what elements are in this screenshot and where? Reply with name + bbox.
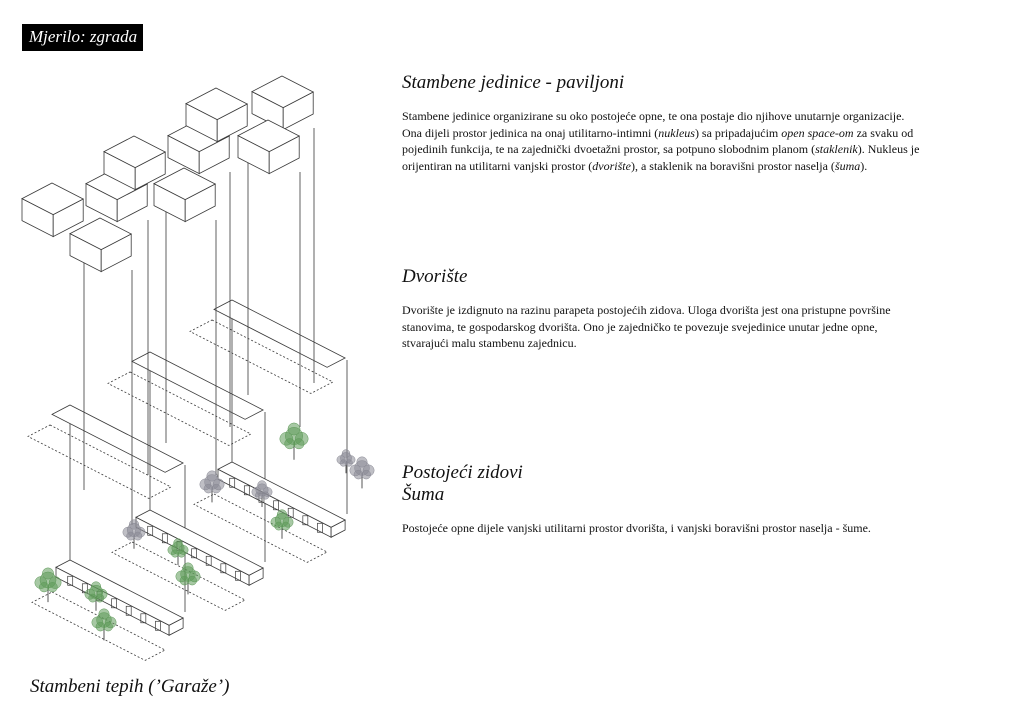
section-paragraph: Postojeće opne dijele vanjski utilitarni… (402, 521, 871, 535)
pavilion-cube-3-top (103, 135, 167, 169)
tree-icon-8-crown-5 (281, 521, 291, 531)
tree-icon-4-crown-3 (173, 538, 183, 548)
tree-icon-11-crown-5 (361, 469, 371, 480)
wall-window (147, 525, 154, 536)
footprint-dashed-2 (193, 493, 328, 563)
pavilion-cube-6-top (185, 87, 249, 121)
tree-icon-11-crown-3 (356, 456, 368, 468)
wall-window (125, 605, 132, 616)
tree-icon-8-crown-3 (276, 509, 288, 520)
pavilion-cube-7-top (251, 75, 315, 109)
tree-icon-0-crown-3 (42, 567, 54, 580)
wall-window (111, 598, 117, 609)
courtyard-dashed-1 (107, 371, 252, 446)
tree-icon-0-crown-5 (47, 582, 58, 593)
tree-icon-5-crown-3 (182, 562, 194, 574)
wall-enclosure-2-top (217, 461, 346, 528)
wall-window (67, 575, 74, 586)
courtyard-slab-0 (51, 404, 184, 473)
tree-icon-5-crown-5 (187, 575, 197, 586)
section-title: Postojeći zidovi Šuma (402, 462, 922, 506)
tree-icon-3-crown-3 (128, 519, 140, 530)
tree-icon-9-crown-3 (287, 422, 301, 436)
tree-icon-7-crown-3 (257, 480, 267, 490)
footprint-dashed-0 (31, 591, 166, 661)
wall-enclosure-0-top (55, 559, 184, 626)
tree-icon-2-crown-5 (103, 621, 113, 632)
axonometric-diagram (21, 75, 375, 661)
section-title-line: Postojeći zidovi (402, 462, 523, 483)
courtyard-dashed-0 (27, 424, 172, 499)
section-title: Dvorište (402, 266, 468, 287)
section-subtitle: Šuma (402, 484, 445, 505)
wall-window (317, 522, 323, 533)
scale-label: Mjerilo: zgrada (22, 24, 144, 51)
wall-window (302, 515, 309, 526)
wall-window (229, 477, 236, 488)
section-paragraph: Dvorište je izdignuto na razinu parapeta… (402, 303, 891, 350)
tree-icon-6-crown-3 (206, 470, 218, 482)
courtyard-dashed-2 (189, 319, 334, 394)
wall-window (191, 548, 197, 559)
wall-window (287, 507, 294, 518)
wall-window (220, 563, 227, 574)
section-units: Stambene jedinice - paviljoni Stambene j… (402, 72, 922, 174)
tree-icon-1-crown-3 (90, 581, 102, 592)
tree-icon-3-crown-5 (133, 531, 143, 541)
wall-window (235, 570, 241, 581)
pavilion-cube-8-top (237, 119, 301, 153)
courtyard-slab-2 (213, 299, 346, 368)
wall-window (161, 533, 168, 544)
tree-icon-1-crown-5 (95, 593, 105, 603)
pavilion-cube-2-top (69, 217, 133, 251)
tree-icon-6-crown-5 (211, 483, 221, 494)
section-courtyard: Dvorište Dvorište je izdignuto na razinu… (402, 266, 922, 352)
wall-enclosure-1-top (135, 509, 264, 576)
tree-icon-2-crown-3 (98, 608, 110, 620)
tree-icon-7-crown-5 (261, 491, 270, 500)
section-walls-forest: Postojeći zidovi Šuma Postojeće opne dij… (402, 462, 922, 537)
footer-title: Stambeni tepih (’Garaže’) (30, 676, 230, 697)
tree-icon-10-crown-3 (341, 449, 351, 458)
wall-window (273, 500, 279, 511)
tree-icon-4-crown-5 (177, 549, 186, 558)
wall-window (155, 620, 161, 631)
tree-icon-9-crown-5 (293, 438, 305, 450)
tree-icon-10-crown-5 (345, 459, 353, 467)
courtyard-slab-1 (131, 351, 264, 420)
footprint-dashed-1 (111, 541, 246, 611)
pavilion-cube-0-top (21, 182, 85, 216)
section-paragraph: Stambene jedinice organizirane su oko po… (402, 109, 920, 173)
wall-window (243, 485, 250, 496)
wall-window (205, 555, 212, 566)
wall-window (140, 613, 147, 624)
section-title: Stambene jedinice - paviljoni (402, 72, 625, 93)
pavilion-cube-5-top (153, 167, 217, 201)
